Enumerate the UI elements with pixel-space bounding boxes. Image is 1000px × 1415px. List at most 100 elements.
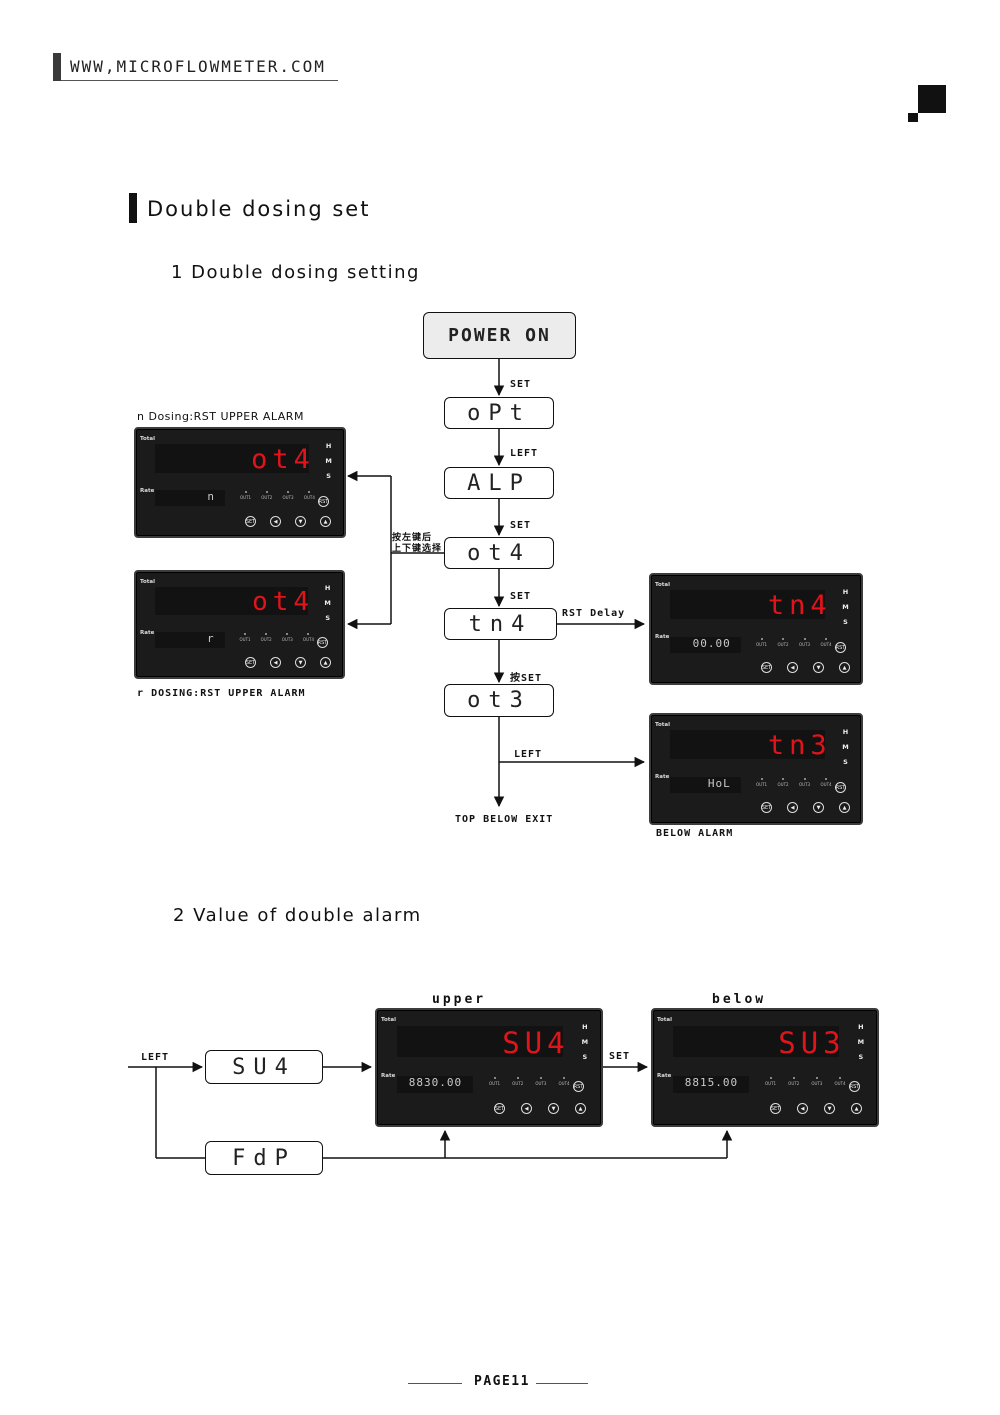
up-button[interactable]: ▲ xyxy=(851,1103,862,1114)
output-label: OUT3 xyxy=(799,641,811,647)
rate-window xyxy=(154,631,225,648)
left-button[interactable]: ◀ xyxy=(787,802,798,813)
total-window xyxy=(154,586,308,616)
rate-readout: 8830.00 xyxy=(408,1075,463,1089)
alarm-label-left: LEFT xyxy=(141,1052,170,1063)
up-button[interactable]: ▲ xyxy=(320,516,331,527)
rst-button[interactable]: RST xyxy=(849,1081,860,1092)
left-button[interactable]: ◀ xyxy=(521,1103,532,1114)
output-led: OUT4 xyxy=(820,777,832,787)
output-led: OUT4 xyxy=(304,491,315,500)
step-tn4-box: tn4 xyxy=(444,608,557,640)
down-button[interactable]: ▼ xyxy=(813,802,824,813)
caption-n-prefix: n xyxy=(137,410,145,423)
output-led: OUT2 xyxy=(788,1076,800,1086)
s-indicator: S xyxy=(843,617,848,626)
step-ot4-box: ot4 xyxy=(444,537,554,569)
caption-r-text: DOSING:RST UPPER ALARM xyxy=(151,688,306,699)
total-readout: SU4 xyxy=(502,1025,570,1060)
alarm-label-set: SET xyxy=(609,1051,631,1062)
label-set-2: SET xyxy=(510,520,532,531)
down-button[interactable]: ▼ xyxy=(824,1103,835,1114)
m-indicator: M xyxy=(325,456,332,465)
set-button[interactable]: SET xyxy=(770,1103,781,1114)
down-button[interactable]: ▼ xyxy=(295,657,306,668)
total-readout: tn4 xyxy=(767,590,832,622)
output-led: OUT2 xyxy=(261,632,272,642)
down-button[interactable]: ▼ xyxy=(295,516,306,527)
rate-readout: r xyxy=(207,631,215,645)
output-led: OUT2 xyxy=(512,1076,523,1086)
up-button[interactable]: ▲ xyxy=(839,662,850,673)
total-label: Total xyxy=(381,1017,397,1023)
output-label: OUT4 xyxy=(820,781,832,787)
h-indicator: H xyxy=(325,441,332,450)
rst-button[interactable]: RST xyxy=(835,642,846,653)
output-label: OUT4 xyxy=(834,1080,846,1086)
rst-button[interactable]: RST xyxy=(835,782,846,793)
footer-line-left xyxy=(408,1383,462,1384)
total-readout: tn3 xyxy=(767,730,832,762)
header-url: WWW,MICROFLOWMETER.COM xyxy=(70,57,326,76)
header-underline xyxy=(61,80,338,81)
left-button[interactable]: ◀ xyxy=(270,516,281,527)
m-indicator: M xyxy=(581,1038,589,1047)
rate-readout: n xyxy=(207,489,216,503)
down-button[interactable]: ▼ xyxy=(548,1103,559,1114)
rate-label: Rate xyxy=(140,487,155,494)
left-button[interactable]: ◀ xyxy=(787,662,798,673)
corner-logo-square xyxy=(918,85,946,113)
s-indicator: S xyxy=(582,1053,588,1062)
m-indicator: M xyxy=(857,1038,865,1047)
output-led: OUT2 xyxy=(261,491,272,500)
caption-below-alarm: BELOW ALARM xyxy=(656,828,734,839)
set-button[interactable]: SET xyxy=(245,516,256,527)
rst-button[interactable]: RST xyxy=(317,637,328,648)
set-button[interactable]: SET xyxy=(761,802,772,813)
caption-upper: upper xyxy=(432,992,487,1007)
h-indicator: H xyxy=(858,1023,864,1032)
rate-readout: HoL xyxy=(707,776,731,790)
left-button[interactable]: ◀ xyxy=(797,1103,808,1114)
power-on-box: POWER ON xyxy=(423,312,576,359)
rst-button[interactable]: RST xyxy=(318,496,329,507)
header-accent-bar xyxy=(53,53,61,81)
rst-button[interactable]: RST xyxy=(573,1081,584,1092)
output-led: OUT1 xyxy=(765,1076,776,1086)
total-window xyxy=(669,730,826,760)
set-button[interactable]: SET xyxy=(245,657,256,668)
down-button[interactable]: ▼ xyxy=(813,662,824,673)
output-label: OUT4 xyxy=(820,641,832,647)
label-choose-line1: 按左键后 xyxy=(392,533,433,543)
up-button[interactable]: ▲ xyxy=(839,802,850,813)
set-button[interactable]: SET xyxy=(494,1103,505,1114)
output-label: OUT2 xyxy=(788,1080,800,1086)
up-button[interactable]: ▲ xyxy=(575,1103,586,1114)
output-label: OUT2 xyxy=(777,781,789,787)
label-rst-delay: RST Delay xyxy=(562,608,626,619)
caption-r-prefix: r xyxy=(137,688,145,699)
output-led: OUT1 xyxy=(240,491,251,500)
set-button[interactable]: SET xyxy=(761,662,772,673)
total-label: Total xyxy=(140,579,156,585)
up-button[interactable]: ▲ xyxy=(320,657,331,668)
output-led: OUT3 xyxy=(282,632,293,642)
m-indicator: M xyxy=(842,742,849,751)
output-led: OUT3 xyxy=(799,777,810,787)
left-button[interactable]: ◀ xyxy=(270,657,281,668)
h-indicator: H xyxy=(842,727,849,736)
output-label: OUT1 xyxy=(489,1080,501,1086)
caption-r-dosing: r DOSING:RST UPPER ALARM xyxy=(137,688,306,699)
label-set-3: SET xyxy=(510,591,532,602)
footer-page-number: PAGE11 xyxy=(474,1374,530,1389)
output-led: OUT3 xyxy=(811,1076,822,1086)
